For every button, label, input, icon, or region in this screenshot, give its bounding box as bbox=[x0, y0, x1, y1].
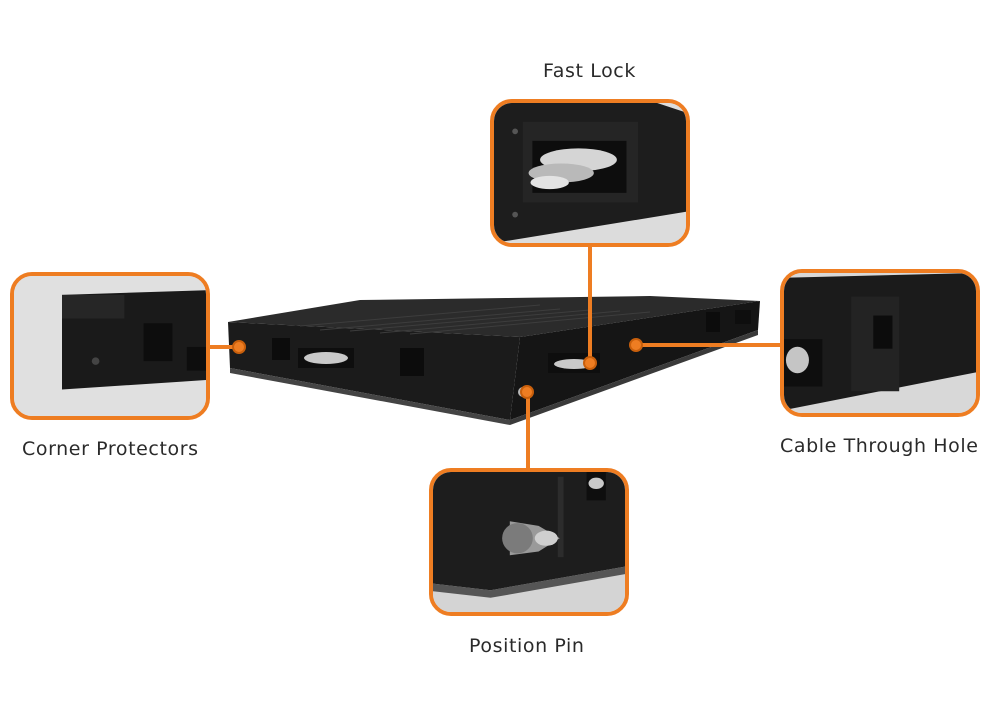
fast-lock-zoom bbox=[490, 99, 690, 247]
position-pin-connector bbox=[526, 396, 530, 472]
fast-lock-marker bbox=[583, 356, 597, 370]
fast-lock-latch bbox=[304, 352, 348, 364]
cabinet-front-face bbox=[228, 322, 520, 420]
corner-protectors-label: Corner Protectors bbox=[22, 438, 199, 460]
position-pin-zoom bbox=[429, 468, 629, 616]
corner-protectors-zoom bbox=[10, 272, 210, 420]
cable-through-hole-marker bbox=[629, 338, 643, 352]
cabinet-ribs bbox=[299, 304, 651, 335]
position-pin-label: Position Pin bbox=[469, 635, 585, 657]
cabinet-side-face bbox=[510, 301, 760, 420]
front-hole bbox=[400, 348, 424, 376]
cable-through-hole-zoom bbox=[780, 269, 980, 417]
side-hole bbox=[706, 312, 720, 332]
corner-protectors-marker bbox=[232, 340, 246, 354]
position-pin-marker bbox=[520, 385, 534, 399]
fast-lock-label: Fast Lock bbox=[543, 60, 636, 82]
cable-through-hole-label: Cable Through Hole bbox=[780, 435, 979, 457]
fast-lock-connector bbox=[588, 246, 592, 362]
front-hole bbox=[272, 338, 290, 360]
corner-protectors-connector bbox=[207, 345, 237, 349]
cable-through-hole-connector bbox=[640, 343, 782, 347]
